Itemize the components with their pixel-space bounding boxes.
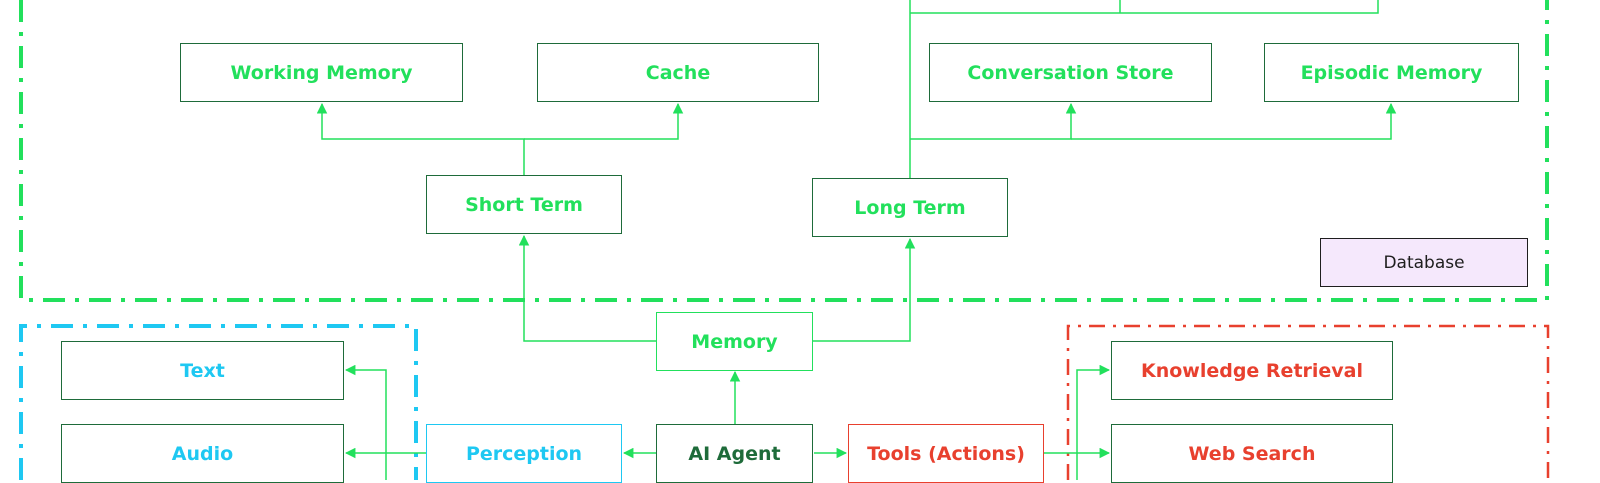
short-term-node[interactable]: Short Term bbox=[426, 175, 622, 234]
text-node[interactable]: Text bbox=[61, 341, 344, 400]
connector-long-term-top bbox=[909, 0, 1379, 178]
conversation-store-node[interactable]: Conversation Store bbox=[929, 43, 1212, 102]
audio-node[interactable]: Audio bbox=[61, 424, 344, 483]
memory-group-boundary bbox=[19, 0, 1549, 302]
long-term-node[interactable]: Long Term bbox=[812, 178, 1008, 237]
cache-node[interactable]: Cache bbox=[537, 43, 819, 102]
perception-node[interactable]: Perception bbox=[426, 424, 622, 483]
database-legend: Database bbox=[1320, 238, 1528, 287]
connector-memory-long-term bbox=[813, 237, 916, 342]
tools-group-boundary bbox=[1066, 324, 1550, 480]
connector-short-term-working-memory bbox=[316, 102, 525, 175]
memory-node[interactable]: Memory bbox=[656, 312, 813, 371]
connector-long-term-episodic-memory bbox=[1071, 102, 1397, 140]
connector-short-term-cache bbox=[524, 102, 684, 140]
connector-tools-knowledge-retrieval bbox=[1076, 364, 1111, 480]
web-search-node[interactable]: Web Search bbox=[1111, 424, 1393, 483]
working-memory-node[interactable]: Working Memory bbox=[180, 43, 463, 102]
connector-long-term-conversation-store bbox=[910, 102, 1077, 140]
episodic-memory-node[interactable]: Episodic Memory bbox=[1264, 43, 1519, 102]
knowledge-retrieval-node[interactable]: Knowledge Retrieval bbox=[1111, 341, 1393, 400]
tools-node[interactable]: Tools (Actions) bbox=[848, 424, 1044, 483]
connector-memory-short-term bbox=[518, 234, 657, 342]
ai-agent-node[interactable]: AI Agent bbox=[656, 424, 813, 483]
connector-perception-text bbox=[344, 364, 387, 480]
